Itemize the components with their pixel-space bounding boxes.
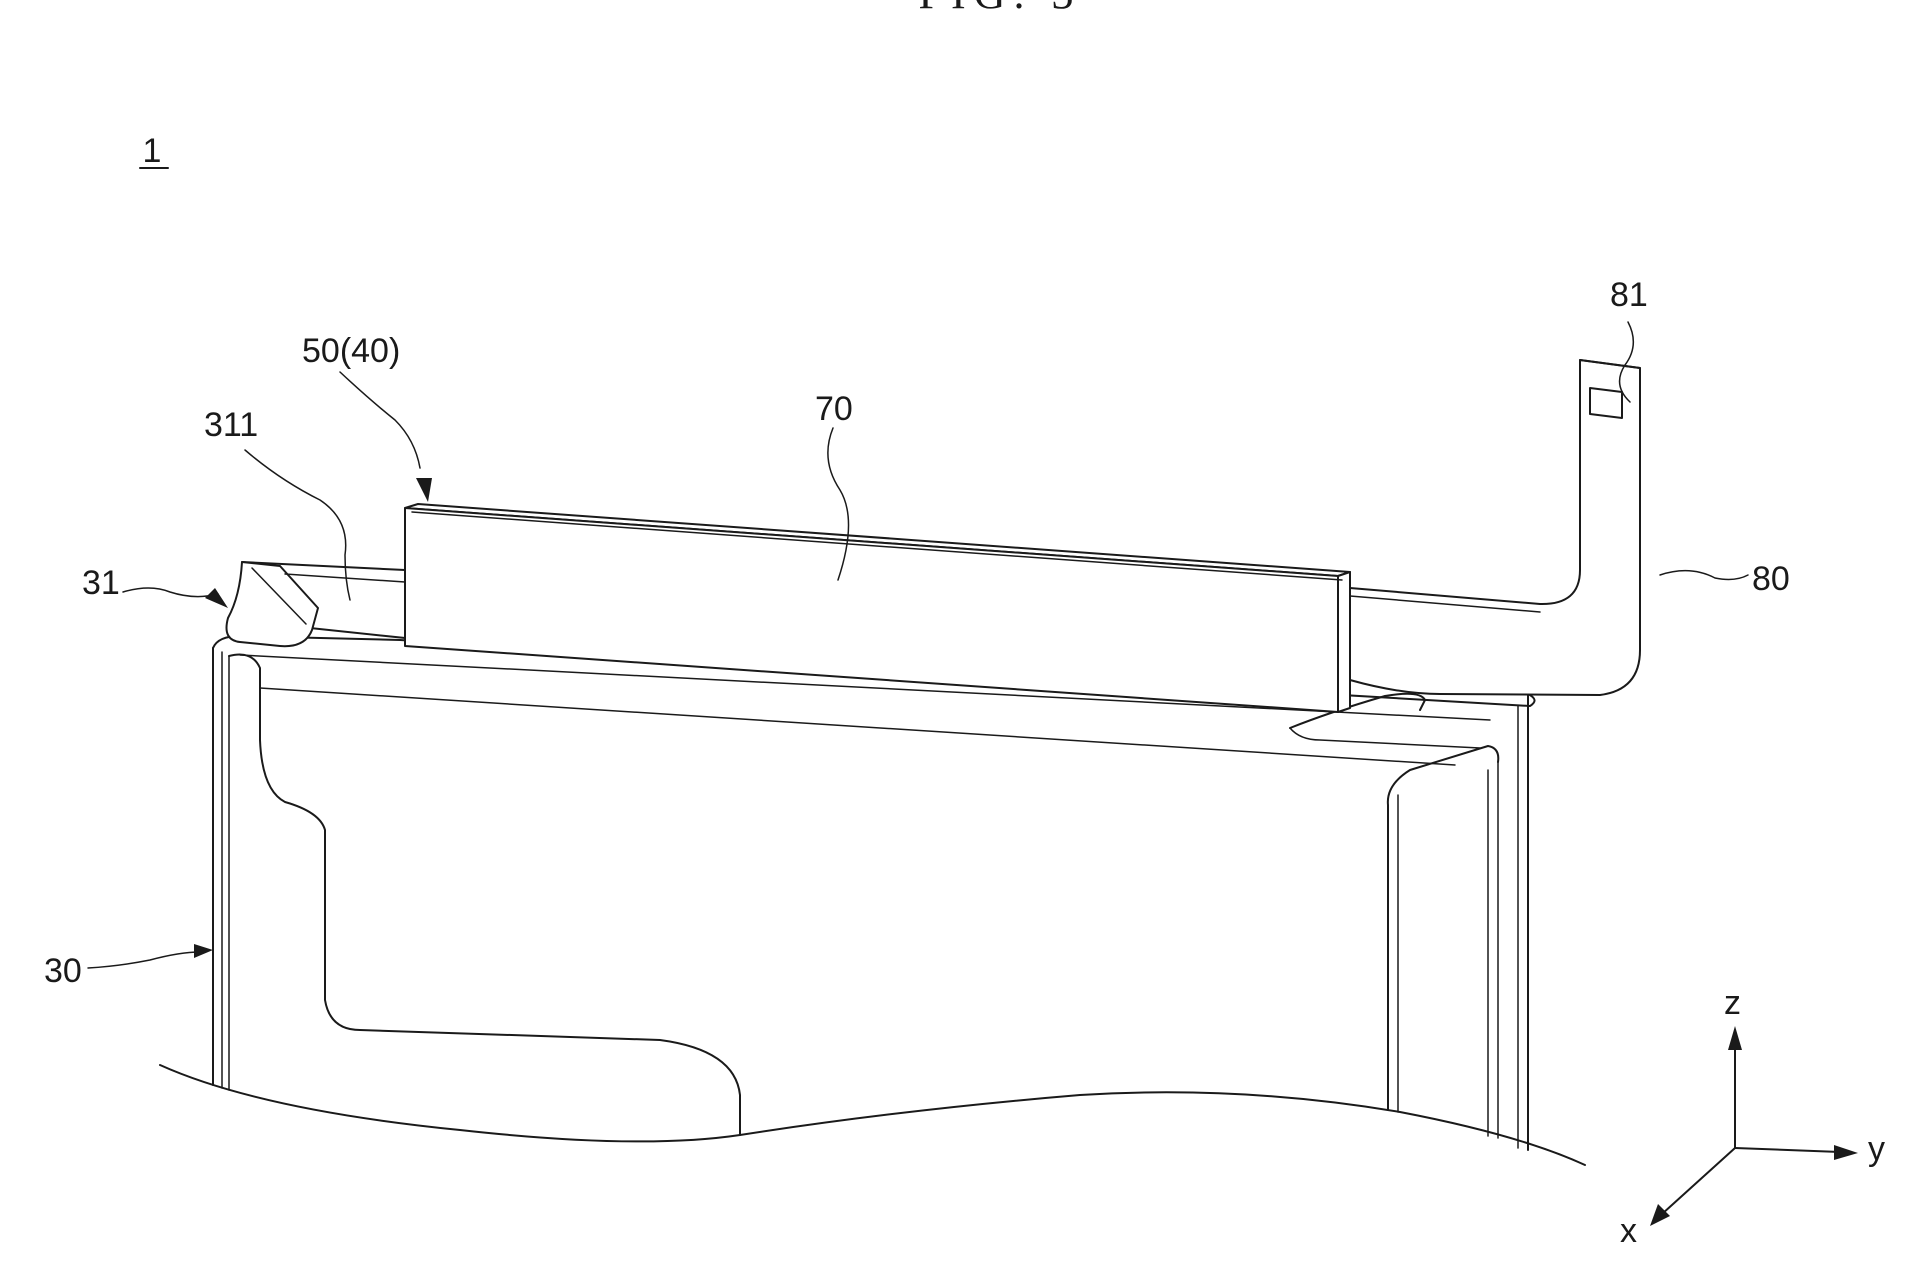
leader-31 (123, 588, 218, 597)
axis-y-arrow (1834, 1145, 1858, 1160)
tab-80 (1350, 360, 1640, 695)
top-cover-right-lip (1290, 728, 1480, 748)
leader-50 (340, 372, 420, 468)
axis-y-line (1735, 1148, 1840, 1152)
label-50-40: 50(40) (302, 332, 400, 370)
assembly-ref: 1 (140, 132, 168, 170)
coordinate-axes: z y x (1620, 984, 1885, 1250)
case-inner-left-corner (229, 655, 740, 1136)
label-311: 311 (204, 406, 258, 444)
leader-30 (88, 952, 200, 968)
arrow-50 (416, 478, 432, 502)
break-line (160, 1065, 1585, 1165)
figure-title: FIG. 3 (919, 0, 1082, 18)
axis-x-arrow (1650, 1204, 1670, 1226)
arrow-30 (194, 944, 213, 958)
arrow-31 (205, 588, 228, 608)
label-31: 31 (82, 564, 120, 602)
electrode-block-70 (405, 504, 1350, 712)
leader-80 (1660, 571, 1748, 580)
label-30: 30 (44, 952, 82, 990)
axis-x-label: x (1620, 1212, 1637, 1250)
label-70: 70 (815, 390, 853, 428)
axis-z-arrow (1728, 1026, 1742, 1050)
case-30 (160, 636, 1585, 1165)
axis-x-line (1662, 1148, 1735, 1214)
top-cover-rear-line (285, 574, 405, 582)
block-side-face (1338, 572, 1350, 712)
axis-y-label: y (1868, 1130, 1885, 1168)
case-inner-right-corner (1388, 746, 1498, 1110)
label-81: 81 (1610, 276, 1648, 314)
label-80: 80 (1752, 560, 1790, 598)
axis-z-label: z (1724, 984, 1741, 1022)
assembly-ref-text: 1 (143, 132, 162, 170)
window-81 (1590, 388, 1622, 418)
